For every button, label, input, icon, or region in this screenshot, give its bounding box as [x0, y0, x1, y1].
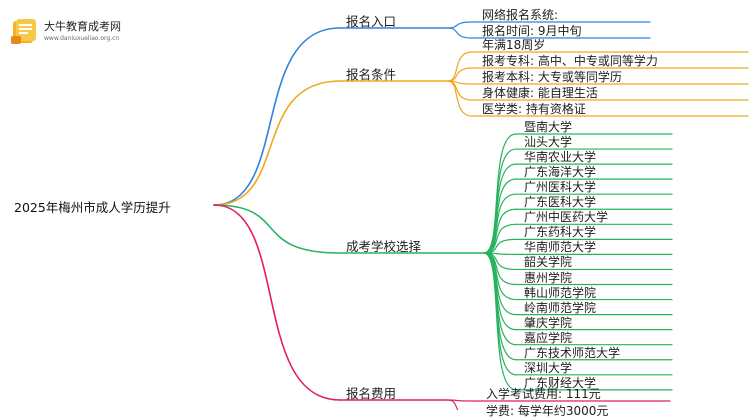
leaf-node: 深圳大学	[524, 360, 573, 375]
connector-line	[213, 27, 341, 206]
branch-node: 成考学校选择	[346, 239, 422, 254]
leaf-node: 广东财经大学	[524, 375, 597, 390]
connector-line	[447, 27, 473, 39]
leaf-node: 肇庆学院	[524, 315, 573, 330]
leaf-node: 华南师范大学	[524, 240, 597, 255]
connector-line	[447, 399, 459, 410]
leaf-node: 入学考试费用: 111元	[486, 387, 601, 401]
branch-node: 报名费用	[346, 386, 397, 401]
leaf-node: 广州医科大学	[524, 180, 597, 195]
site-logo: 大牛教育成考网 www.daniuxueliao.org.cn	[10, 14, 150, 48]
connector-line	[213, 204, 341, 401]
leaf-node: 报名时间: 9月中旬	[482, 24, 582, 38]
connector-line	[483, 252, 517, 391]
leaf-node: 网络报名系统:	[482, 8, 559, 22]
connector-line	[213, 204, 341, 254]
leaf-node: 广东药科大学	[524, 225, 597, 240]
book-logo-icon	[11, 19, 36, 44]
leaf-node: 广州中医药大学	[524, 210, 609, 225]
leaf-node: 广东技术师范大学	[524, 345, 621, 360]
connector-line	[447, 21, 473, 29]
leaf-node: 学费: 每学年约3000元	[486, 404, 609, 418]
leaf-node: 广东医科大学	[524, 195, 597, 210]
mindmap-root: 2025年梅州市成人学历提升	[14, 200, 171, 215]
leaf-node: 报考专科: 高中、中专或同等学力	[482, 54, 658, 68]
connector-line	[483, 252, 517, 331]
connector-line	[483, 193, 517, 254]
leaf-node: 惠州学院	[524, 270, 573, 285]
leaf-node: 年满18周岁	[482, 38, 546, 52]
connector-line	[483, 178, 517, 254]
connector-line	[213, 80, 341, 206]
leaf-node: 嘉应学院	[524, 330, 573, 345]
connector-line	[447, 67, 473, 82]
logo-title: 大牛教育成考网	[44, 20, 121, 33]
leaf-node: 暨南大学	[524, 120, 573, 134]
leaf-node: 华南农业大学	[524, 150, 597, 165]
leaf-node: 报考本科: 大专或等同学历	[482, 70, 622, 84]
leaf-node: 广东海洋大学	[524, 165, 597, 180]
leaf-node: 韩山师范学院	[524, 285, 597, 300]
connector-line	[447, 51, 473, 82]
leaf-node: 韶关学院	[524, 255, 573, 270]
connector-line	[483, 133, 517, 254]
mindmap-connectors	[213, 21, 749, 410]
branch-node: 报名入口	[346, 14, 397, 29]
leaf-node: 岭南师范学院	[524, 300, 597, 315]
connector-line	[447, 80, 473, 117]
leaf-node: 身体健康: 能自理生活	[482, 86, 598, 100]
logo-url: www.daniuxueliao.org.cn	[44, 35, 120, 42]
leaf-node: 医学类: 持有资格证	[482, 102, 586, 116]
leaf-node: 汕头大学	[524, 135, 573, 150]
branch-node: 报名条件	[346, 67, 397, 82]
